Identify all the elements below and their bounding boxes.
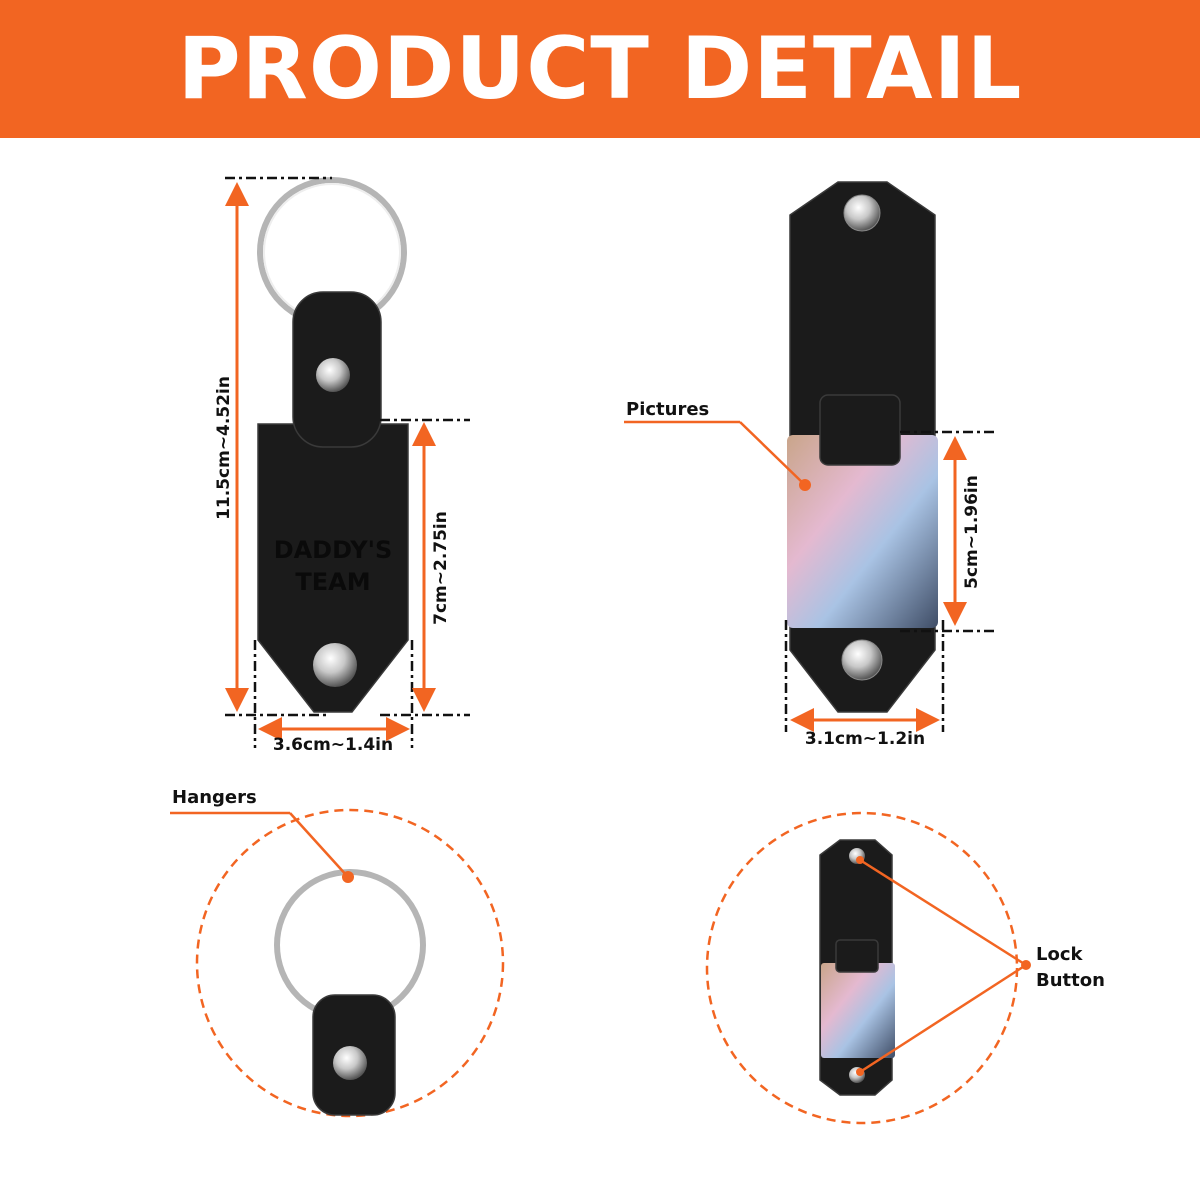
leather-loop xyxy=(819,394,901,466)
snap-button-icon xyxy=(843,194,881,232)
photo-height-label: 5cm~1.96in xyxy=(962,475,982,589)
lock-callout-line1: Lock xyxy=(1036,944,1084,965)
photo-plate xyxy=(821,963,895,1058)
total-height-label: 11.5cm~4.52in xyxy=(214,376,234,520)
engraving-line1: DADDY'S xyxy=(274,536,393,564)
pictures-callout: Pictures xyxy=(626,399,709,420)
header-banner: PRODUCT DETAIL xyxy=(0,0,1200,138)
rivet-icon xyxy=(316,358,350,392)
back-width-label: 3.1cm~1.2in xyxy=(805,729,925,749)
hangers-callout: Hangers xyxy=(172,787,257,808)
lock-callout-line2: Button xyxy=(1036,970,1105,991)
hangers-detail: Hangers xyxy=(170,787,505,1118)
lock-button-detail: Lock Button xyxy=(705,811,1105,1125)
front-width-label: 3.6cm~1.4in xyxy=(273,735,393,755)
snap-button-icon xyxy=(841,639,883,681)
back-dimensions: Pictures 5cm~1.96in 3.1cm~1.2in xyxy=(624,399,995,749)
front-keychain: DADDY'S TEAM xyxy=(257,177,409,713)
engraving-line2: TEAM xyxy=(295,568,370,596)
photo-plate xyxy=(787,435,938,628)
rivet-icon xyxy=(333,1046,367,1080)
leather-body xyxy=(257,423,409,713)
body-height-label: 7cm~2.75in xyxy=(431,511,451,625)
front-dimensions: 11.5cm~4.52in 7cm~2.75in 3.6cm~1.4in xyxy=(214,176,470,755)
back-keychain xyxy=(787,181,938,713)
page-title: PRODUCT DETAIL xyxy=(177,19,1023,119)
rivet-icon xyxy=(313,643,357,687)
